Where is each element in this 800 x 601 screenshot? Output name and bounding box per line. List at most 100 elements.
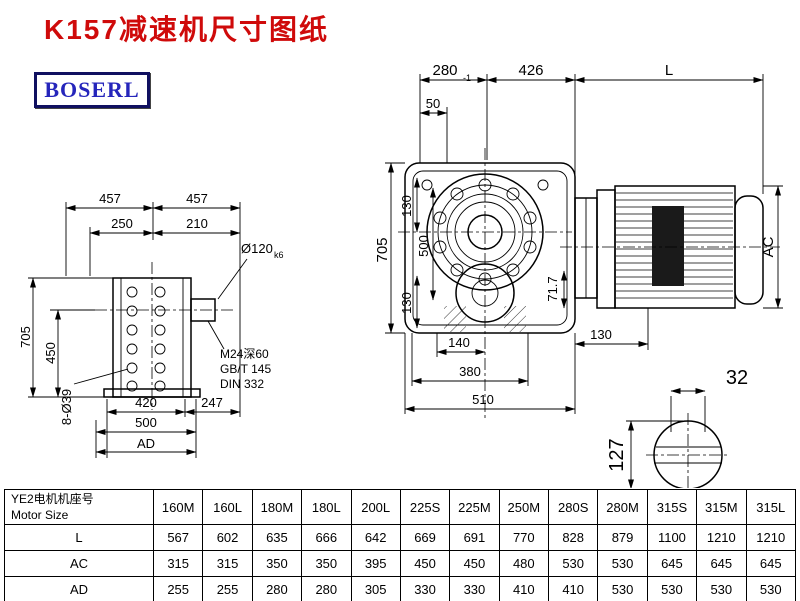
shaft-tolerance-label: k6 xyxy=(274,250,284,260)
dim-210: 210 xyxy=(186,216,208,231)
dim-420: 420 xyxy=(135,395,157,410)
table-cell: 530 xyxy=(646,576,698,601)
table-cell: 315 xyxy=(202,550,253,577)
dim-250: 250 xyxy=(111,216,133,231)
table-row-L: L 567 602 635 666 642 669 691 770 828 87… xyxy=(4,524,796,551)
table-row-AC: AC 315 315 350 350 395 450 450 480 530 5… xyxy=(4,550,796,577)
table-cell: 530 xyxy=(696,576,747,601)
page-title: K157减速机尺寸图纸 xyxy=(44,14,329,45)
dim-8-holes: 8-Ø39 xyxy=(59,389,74,425)
motor-size-header-cn: YE2电机机座号 xyxy=(11,492,94,506)
table-cell: 330 xyxy=(399,576,451,601)
dim-280-tolerance: -1 xyxy=(463,73,471,83)
dim-510: 510 xyxy=(472,392,494,407)
technical-drawing: 457 457 250 210 705 450 8-Ø39 420 247 50… xyxy=(18,62,783,488)
shaft-diameter-label: Ø120 xyxy=(241,241,273,256)
dim-130-bottom: 130 xyxy=(399,292,414,314)
dim-500-side: 500 xyxy=(416,235,431,257)
table-cell: 770 xyxy=(498,524,550,551)
table-cell: 530 xyxy=(597,576,648,601)
front-view: 457 457 250 210 705 450 8-Ø39 420 247 50… xyxy=(18,191,284,458)
table-cell: 530 xyxy=(597,550,648,577)
motor-size-header-en: Motor Size xyxy=(11,508,69,522)
table-cell: 280 xyxy=(251,576,303,601)
dim-130-right: 130 xyxy=(590,327,612,342)
table-cell: 635 xyxy=(251,524,303,551)
table-cell: 280 xyxy=(301,576,352,601)
table-cell: 645 xyxy=(745,550,796,577)
column-header-315M: 315M xyxy=(696,489,747,525)
table-cell: 480 xyxy=(498,550,550,577)
table-cell: 602 xyxy=(202,524,253,551)
table-cell: 1210 xyxy=(745,524,796,551)
row-label-AD: AD xyxy=(4,576,154,601)
table-cell: 530 xyxy=(547,550,599,577)
dim-426: 426 xyxy=(518,62,543,79)
table-cell: 666 xyxy=(301,524,352,551)
dim-457-left: 457 xyxy=(99,191,121,206)
table-cell: 450 xyxy=(399,550,451,577)
column-header-200L: 200L xyxy=(350,489,401,525)
motor-size-header: YE2电机机座号 Motor Size xyxy=(4,489,154,525)
table-header-row: YE2电机机座号 Motor Size 160M 160L 180M 180L … xyxy=(4,489,796,525)
column-header-180M: 180M xyxy=(251,489,303,525)
standard-gbt-label: GB/T 145 xyxy=(220,362,271,376)
dim-AC: AC xyxy=(760,236,777,257)
table-cell: 410 xyxy=(498,576,550,601)
column-header-280M: 280M xyxy=(597,489,648,525)
dim-380: 380 xyxy=(459,364,481,379)
dim-450: 450 xyxy=(43,342,58,364)
dim-705-front: 705 xyxy=(18,326,33,348)
column-header-250M: 250M xyxy=(498,489,550,525)
table-cell: 315 xyxy=(152,550,204,577)
table-cell: 255 xyxy=(152,576,204,601)
table-row-AD: AD 255 255 280 280 305 330 330 410 410 5… xyxy=(4,576,796,601)
table-cell: 645 xyxy=(696,550,747,577)
logo-text: BOSERL xyxy=(44,77,140,102)
dim-705-side: 705 xyxy=(374,237,391,262)
table-cell: 330 xyxy=(449,576,500,601)
table-cell: 879 xyxy=(597,524,648,551)
dim-457-right: 457 xyxy=(186,191,208,206)
column-header-180L: 180L xyxy=(301,489,352,525)
column-header-280S: 280S xyxy=(547,489,599,525)
dim-127: 127 xyxy=(606,438,628,471)
column-header-225M: 225M xyxy=(449,489,500,525)
table-cell: 691 xyxy=(449,524,500,551)
table-cell: 350 xyxy=(301,550,352,577)
dim-32: 32 xyxy=(726,367,748,389)
table-cell: 410 xyxy=(547,576,599,601)
motor-size-table: YE2电机机座号 Motor Size 160M 160L 180M 180L … xyxy=(4,489,796,601)
table-cell: 669 xyxy=(399,524,451,551)
table-cell: 350 xyxy=(251,550,303,577)
table-cell: 567 xyxy=(152,524,204,551)
dim-500-front: 500 xyxy=(135,415,157,430)
table-cell: 1210 xyxy=(696,524,747,551)
dim-140: 140 xyxy=(448,335,470,350)
column-header-315S: 315S xyxy=(646,489,698,525)
shaft-section: 32 127 xyxy=(606,367,748,488)
table-cell: 305 xyxy=(350,576,401,601)
thread-spec-label: M24深60 xyxy=(220,347,269,361)
dim-AD: AD xyxy=(137,436,155,451)
dim-247: 247 xyxy=(201,395,223,410)
column-header-315L: 315L xyxy=(745,489,796,525)
side-view: 280 -1 426 L 50 705 130 500 130 71.7 AC … xyxy=(374,62,783,418)
table-cell: 645 xyxy=(646,550,698,577)
table-cell: 828 xyxy=(547,524,599,551)
dim-50: 50 xyxy=(426,96,440,111)
dim-130-top: 130 xyxy=(399,195,414,217)
row-label-AC: AC xyxy=(4,550,154,577)
dim-L: L xyxy=(665,62,673,79)
table-cell: 395 xyxy=(350,550,401,577)
table-cell: 642 xyxy=(350,524,401,551)
column-header-160M: 160M xyxy=(152,489,204,525)
table-cell: 255 xyxy=(202,576,253,601)
column-header-225S: 225S xyxy=(399,489,451,525)
standard-din-label: DIN 332 xyxy=(220,377,264,391)
table-cell: 450 xyxy=(449,550,500,577)
boserl-logo: BOSERL xyxy=(34,72,150,108)
dim-280: 280 xyxy=(432,62,457,79)
table-cell: 1100 xyxy=(646,524,698,551)
